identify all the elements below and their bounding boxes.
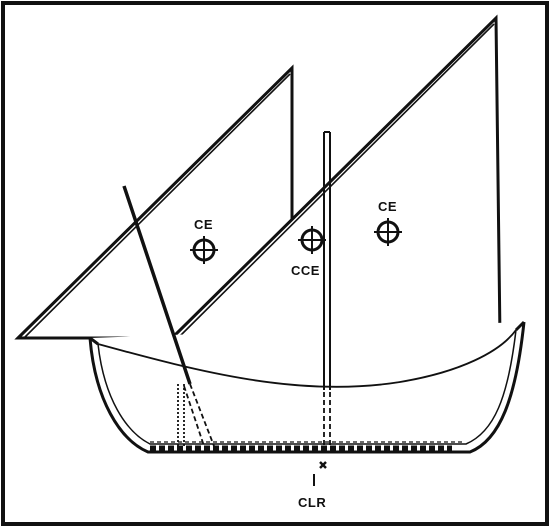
ce-front-symbol — [374, 218, 402, 246]
ce-rear-symbol — [190, 236, 218, 264]
rear-mast — [122, 185, 192, 385]
hull — [88, 320, 526, 454]
clr-label: CLR — [298, 495, 326, 510]
rear-mast-step — [177, 383, 215, 447]
cce-label: CCE — [291, 263, 320, 278]
ce-front-label: CE — [378, 199, 397, 214]
clr-marker — [313, 461, 327, 486]
rear-sail-yard-inner — [23, 73, 291, 339]
front-mast — [323, 131, 331, 390]
front-sail-yard-inner — [177, 23, 495, 339]
cce-symbol — [298, 226, 326, 254]
ce-rear-label: CE — [194, 217, 213, 232]
front-mast-step — [323, 392, 331, 446]
